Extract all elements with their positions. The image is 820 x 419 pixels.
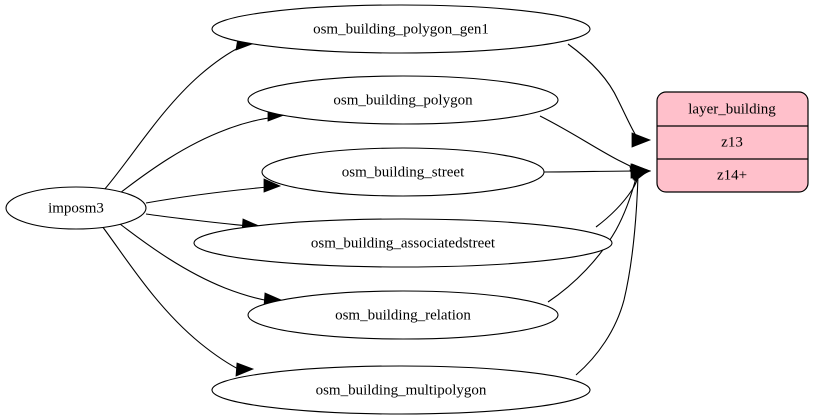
node-osm_building_polygon_gen1-label: osm_building_polygon_gen1 <box>313 21 489 37</box>
edge-group-tables-to-layer <box>539 43 652 376</box>
node-osm_building_polygon-label: osm_building_polygon <box>333 92 473 108</box>
node-layer_building-shape[interactable] <box>656 91 809 193</box>
node-osm_building_polygon_gen1[interactable]: osm_building_polygon_gen1 <box>211 4 591 54</box>
node-layer_building[interactable]: layer_building z13 z14+ <box>656 91 809 193</box>
edge-imposm3-to-osm_building_street <box>145 178 282 204</box>
node-imposm3-shape[interactable] <box>5 186 147 230</box>
node-osm_building_relation-label: osm_building_relation <box>335 307 471 323</box>
edge-imposm3-to-osm_building_polygon_gen1 <box>103 37 254 191</box>
node-imposm3[interactable]: imposm3 <box>5 186 147 230</box>
node-osm_building_multipolygon-label: osm_building_multipolygon <box>316 382 487 398</box>
record-row-z14plus-label[interactable]: z14+ <box>717 167 747 183</box>
node-osm_building_associatedstreet[interactable]: osm_building_associatedstreet <box>193 218 613 268</box>
node-osm_building_relation-shape[interactable] <box>247 290 559 340</box>
edge-osm_building_polygon_gen1-to-z13 <box>567 43 652 148</box>
edge-imposm3-to-osm_building_polygon <box>119 108 286 194</box>
node-osm_building_multipolygon[interactable]: osm_building_multipolygon <box>211 365 591 415</box>
record-row-title-label: layer_building <box>688 101 776 117</box>
record-row-z13-label[interactable]: z13 <box>721 134 743 150</box>
edge-osm_building_multipolygon-to-z14plus <box>575 169 650 376</box>
node-osm_building_street-label: osm_building_street <box>342 164 465 180</box>
node-osm_building_polygon_gen1-shape[interactable] <box>211 4 591 54</box>
node-osm_building_relation[interactable]: osm_building_relation <box>247 290 559 340</box>
edge-imposm3-to-osm_building_multipolygon <box>101 225 255 377</box>
node-osm_building_associatedstreet-label: osm_building_associatedstreet <box>311 235 496 251</box>
node-osm_building_polygon-shape[interactable] <box>247 75 559 125</box>
node-osm_building_associatedstreet-shape[interactable] <box>193 218 613 268</box>
node-osm_building_street[interactable]: osm_building_street <box>261 147 545 197</box>
node-osm_building_street-shape[interactable] <box>261 147 545 197</box>
node-imposm3-label: imposm3 <box>48 200 104 216</box>
node-osm_building_multipolygon-shape[interactable] <box>211 365 591 415</box>
node-osm_building_polygon[interactable]: osm_building_polygon <box>247 75 559 125</box>
